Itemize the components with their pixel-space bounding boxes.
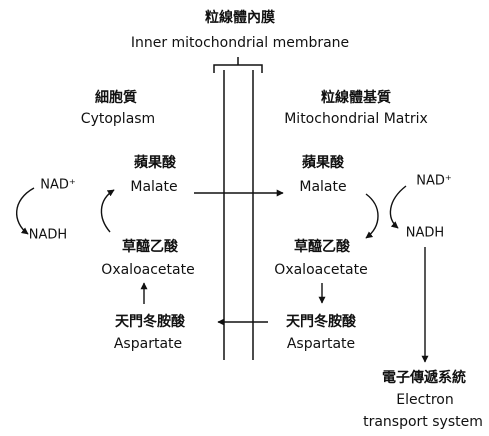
cytoplasm-nad: NAD⁺ [40, 178, 76, 193]
matrix-aspartate-en: Aspartate [287, 336, 355, 352]
membrane-label-zh: 粒線體內膜 [205, 9, 275, 26]
cytoplasm-oaa-en: Oxaloacetate [101, 262, 194, 278]
matrix-oaa-zh: 草醯乙酸 [294, 238, 351, 255]
cytoplasm-aspartate-en: Aspartate [114, 336, 182, 352]
matrix-nad: NAD⁺ [416, 174, 452, 189]
matrix-aspartate-zh: 天門冬胺酸 [286, 313, 357, 330]
membrane-label-en: Inner mitochondrial membrane [131, 35, 349, 51]
matrix-oaa-en: Oxaloacetate [274, 262, 367, 278]
matrix-label-en: Mitochondrial Matrix [284, 111, 428, 127]
cytoplasm-malate-zh: 蘋果酸 [134, 154, 177, 171]
matrix-malate-zh: 蘋果酸 [302, 154, 345, 171]
cytoplasm-malate-en: Malate [130, 179, 177, 195]
electron-transport-label-en-1: Electron [396, 392, 453, 408]
cytoplasm-label-zh: 細胞質 [95, 89, 137, 106]
matrix-label-zh: 粒線體基質 [321, 89, 391, 106]
cytoplasm-oaa-zh: 草醯乙酸 [122, 238, 179, 255]
matrix-malate-en: Malate [299, 179, 346, 195]
matrix-malate-to-oaa-arrow [365, 193, 379, 239]
cytoplasm-aspartate-zh: 天門冬胺酸 [115, 313, 186, 330]
cytoplasm-label-en: Cytoplasm [81, 111, 155, 127]
cytoplasm-oaa-to-malate-arrow [100, 189, 115, 233]
electron-transport-label-en-2: transport system [363, 414, 483, 430]
membrane-bracket [213, 57, 263, 73]
cytoplasm-nadh: NADH [29, 228, 67, 243]
matrix-nadh: NADH [406, 226, 444, 241]
electron-transport-label-zh: 電子傳遞系統 [382, 369, 466, 386]
matrix-nad-reduction-arrow [389, 185, 407, 229]
cytoplasm-nad-reduction-arrow [15, 187, 35, 235]
